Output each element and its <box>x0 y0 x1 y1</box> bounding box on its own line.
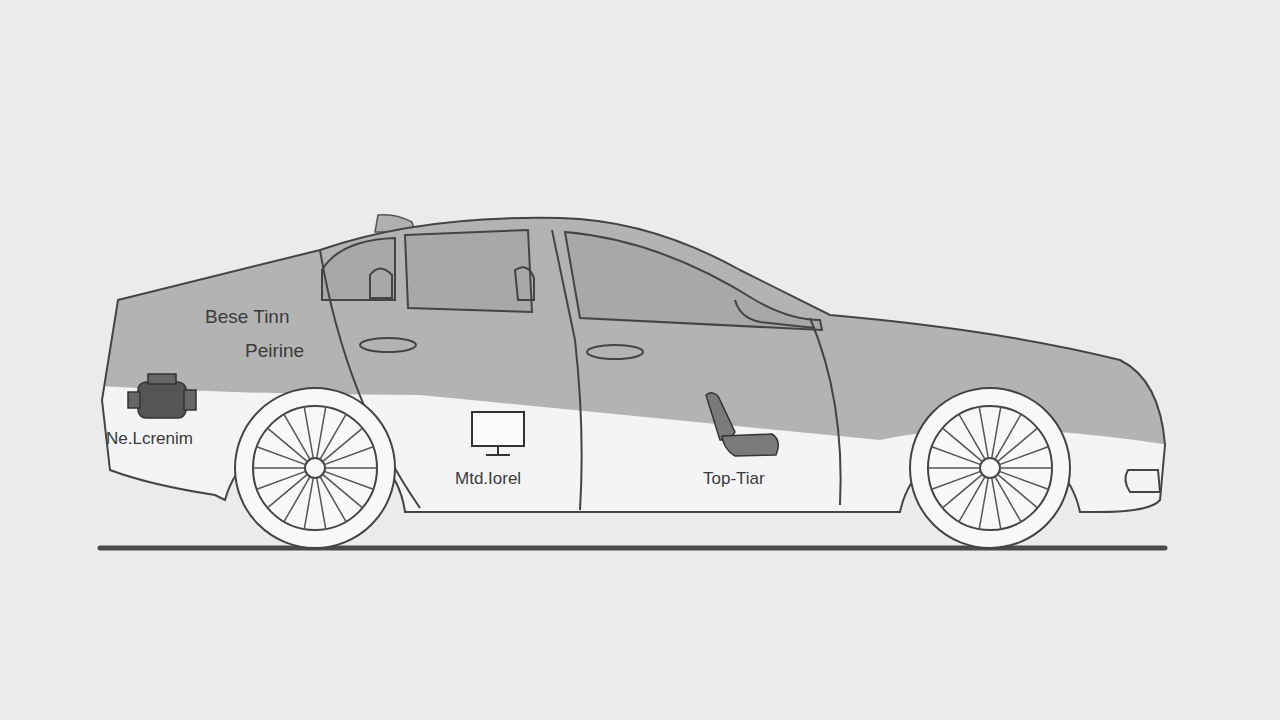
wheel-spoke <box>304 407 313 458</box>
part-label: Ne.Lcrenim <box>106 430 193 449</box>
part-label: Bese Tinn <box>205 307 290 328</box>
wheel-spoke <box>268 474 308 507</box>
wheel-spoke <box>324 471 373 489</box>
wheel-spoke <box>325 467 377 469</box>
windows-doors <box>320 230 1160 510</box>
wheel-spoke <box>928 467 980 469</box>
wheels <box>235 388 1070 548</box>
wheel-spoke <box>257 447 306 465</box>
part-label: Top-Tiar <box>703 470 765 489</box>
wheel-spoke <box>253 467 305 469</box>
wheel-spoke <box>932 447 981 465</box>
wheel-spoke <box>999 447 1048 465</box>
wheel-spoke <box>317 478 326 529</box>
wheel-spoke <box>257 471 306 489</box>
wheel-spoke <box>979 407 988 458</box>
monitor-icon <box>472 412 524 455</box>
wheel-spoke <box>1000 467 1052 469</box>
wheel-spoke <box>323 428 363 461</box>
engine-icon <box>128 374 196 418</box>
car-outline <box>102 218 1165 512</box>
wheel-spoke <box>943 474 983 507</box>
wheel-spoke <box>998 428 1038 461</box>
part-label: Mtd.Iorel <box>455 470 521 489</box>
wheel-spoke <box>932 471 981 489</box>
part-label: Peirine <box>245 341 304 362</box>
seat-icon <box>706 393 778 456</box>
wheel-spoke <box>324 447 373 465</box>
wheel-spoke <box>999 471 1048 489</box>
wheel-spoke <box>992 478 1001 529</box>
